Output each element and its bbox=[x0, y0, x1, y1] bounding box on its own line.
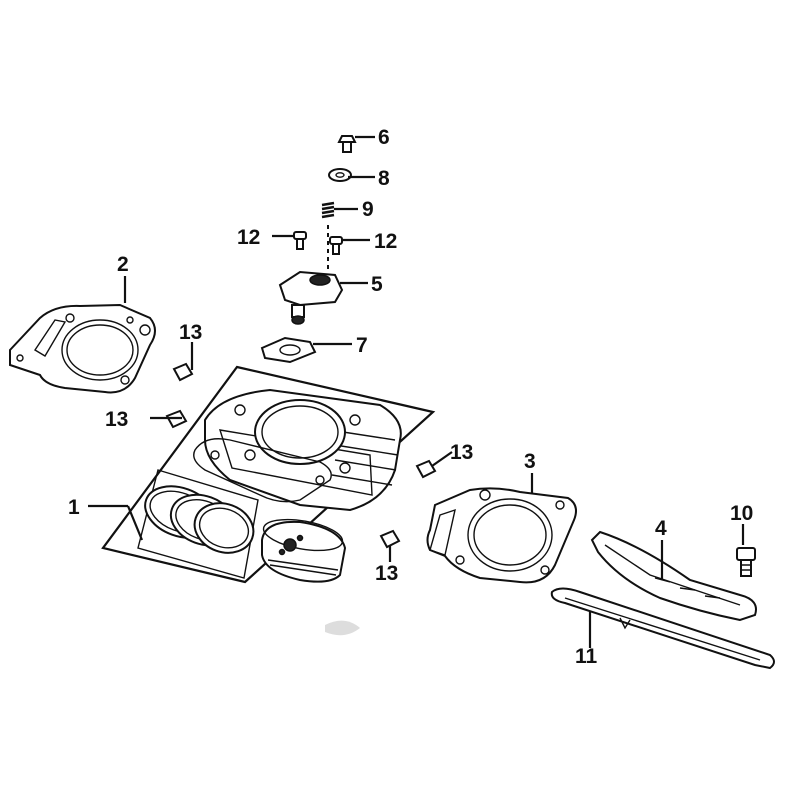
callout-13-mid-left: 13 bbox=[105, 408, 128, 431]
callout-5: 5 bbox=[371, 273, 383, 296]
base-gasket-right bbox=[426, 487, 577, 584]
leader-lines bbox=[88, 135, 745, 648]
guide-bolt bbox=[736, 547, 756, 577]
piston-rings bbox=[144, 485, 255, 554]
cylinder-kit-frame bbox=[101, 365, 436, 584]
callout-10: 10 bbox=[730, 502, 753, 525]
callout-7: 7 bbox=[356, 334, 368, 357]
callout-13-top-left: 13 bbox=[179, 321, 202, 344]
chain-guide bbox=[590, 530, 757, 622]
dowel-pin-right-top bbox=[415, 459, 437, 479]
tensioner-gasket bbox=[260, 336, 317, 364]
callout-9: 9 bbox=[362, 198, 374, 221]
callout-4: 4 bbox=[655, 517, 667, 540]
callout-13-right-bottom: 13 bbox=[375, 562, 398, 585]
piston bbox=[261, 518, 347, 583]
callout-6: 6 bbox=[378, 126, 390, 149]
callout-labels: 1 2 3 4 5 6 7 8 9 10 11 12 12 13 13 13 1… bbox=[68, 126, 753, 668]
chain-tensioner-guide bbox=[550, 587, 775, 670]
callout-3: 3 bbox=[524, 450, 536, 473]
callout-13-right-top: 13 bbox=[450, 441, 473, 464]
sealing-washer bbox=[328, 168, 352, 182]
callout-1: 1 bbox=[68, 496, 80, 519]
callout-12-left: 12 bbox=[237, 226, 260, 249]
callout-8: 8 bbox=[378, 167, 390, 190]
dowel-pin-top-left bbox=[172, 362, 194, 382]
shadow-mark bbox=[325, 620, 360, 636]
callout-2: 2 bbox=[117, 253, 129, 276]
callout-11: 11 bbox=[575, 645, 598, 668]
tensioner-screw-left bbox=[293, 231, 307, 250]
tensioner-bolt bbox=[337, 135, 357, 153]
dowel-pin-right-bottom bbox=[379, 529, 401, 549]
callout-12-right: 12 bbox=[374, 230, 397, 253]
cylinder-block bbox=[204, 388, 402, 512]
tensioner-screw-right bbox=[329, 236, 343, 255]
tensioner-body bbox=[278, 270, 344, 325]
cylinder-base-gasket bbox=[193, 438, 332, 503]
tensioner-spring bbox=[321, 201, 335, 270]
head-gasket-left bbox=[9, 303, 156, 394]
